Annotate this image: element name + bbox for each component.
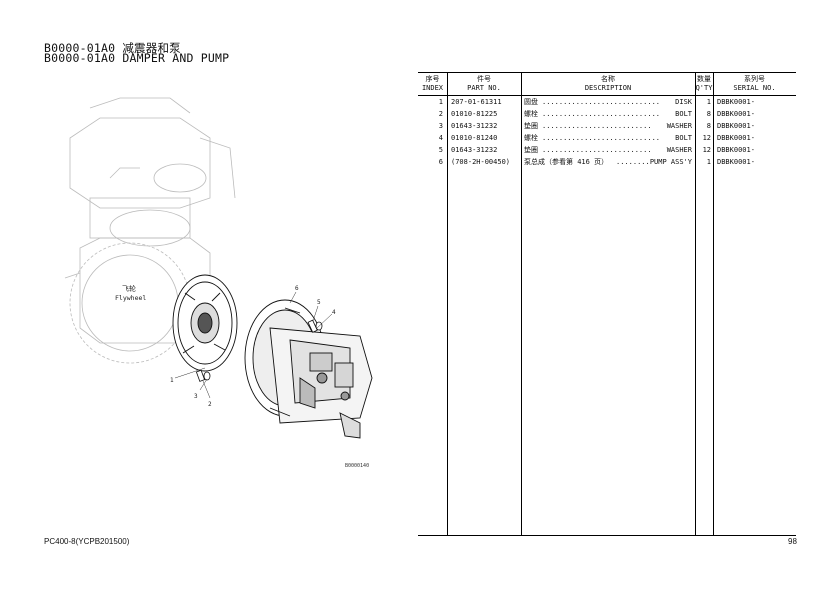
flywheel-label-cn: 飞轮 (122, 284, 136, 293)
table-row: 6 (708-2H-00450) 泵总成（参看第 416 页）........PUM… (418, 157, 796, 168)
row-index: 6 (438, 158, 443, 166)
row-part-no: 01643-31232 (451, 146, 498, 154)
row-desc-cn: 泵总成（参看第 416 页） (524, 158, 609, 166)
row-index: 5 (438, 146, 443, 154)
col-divider (447, 73, 448, 535)
row-qty: 1 (706, 98, 711, 106)
bolt-washer-small (195, 369, 211, 382)
row-part-no: (708-2H-00450) (451, 158, 511, 166)
row-serial: DBBK0001- (717, 158, 755, 166)
row-serial: DBBK0001- (717, 134, 755, 142)
leader-lines (174, 291, 333, 399)
row-index: 3 (438, 122, 443, 130)
callout-3: 3 (194, 393, 198, 400)
row-desc-en: PUMP ASS'Y (649, 158, 692, 166)
callout-4: 4 (332, 309, 336, 316)
row-qty: 1 (706, 158, 711, 166)
col-divider (695, 73, 696, 535)
exploded-view-drawing: 飞轮 Flywheel (60, 78, 400, 478)
pump-assembly (244, 299, 373, 439)
row-index: 2 (438, 110, 443, 118)
row-desc-dots: ............................ (542, 98, 661, 106)
col-divider (521, 73, 522, 535)
row-qty: 12 (702, 134, 711, 142)
row-qty: 8 (706, 122, 711, 130)
row-serial: DBBK0001- (717, 98, 755, 106)
col-divider (713, 73, 714, 535)
row-desc-en: WASHER (666, 146, 692, 154)
row-serial: DBBK0001- (717, 110, 755, 118)
row-qty: 12 (702, 146, 711, 154)
callout-1: 1 (170, 377, 174, 384)
row-desc-cn: 圆盘 (524, 98, 538, 106)
row-desc-en: WASHER (666, 122, 692, 130)
row-part-no: 207-01-61311 (451, 98, 502, 106)
row-index: 1 (438, 98, 443, 106)
callout-6: 6 (295, 285, 299, 292)
row-qty: 8 (706, 110, 711, 118)
table-row: 3 01643-31232 垫圈..........................… (418, 121, 796, 132)
row-desc-en: BOLT (675, 134, 692, 142)
row-desc-cn: 螺栓 (524, 134, 538, 142)
callout-5: 5 (317, 299, 321, 306)
page-title-en: B0000-01A0 DAMPER AND PUMP (44, 51, 230, 65)
row-desc-cn: 垫圈 (524, 146, 538, 154)
table-row: 1 207-01-61311 圆盘.........................… (418, 97, 796, 108)
table-row: 4 01010-81240 螺栓..........................… (418, 133, 796, 144)
row-desc-cn: 垫圈 (524, 122, 538, 130)
row-desc-dots: ........ (616, 158, 650, 166)
row-desc-cn: 螺栓 (524, 110, 538, 118)
row-serial: DBBK0001- (717, 122, 755, 130)
row-index: 4 (438, 134, 443, 142)
parts-illustration: 飞轮 Flywheel (64, 97, 373, 439)
header-divider (418, 95, 796, 96)
row-desc-en: BOLT (675, 110, 692, 118)
page-number: 98 (788, 537, 797, 546)
damper-disk (172, 274, 238, 372)
callout-2: 2 (208, 401, 212, 408)
drawing-code: B0000140 (345, 463, 370, 469)
row-part-no: 01643-31232 (451, 122, 498, 130)
row-part-no: 01010-81225 (451, 110, 498, 118)
page-title-cn: B0000-01A0 减震器和泵 (44, 41, 181, 55)
flywheel-label-en: Flywheel (115, 294, 146, 302)
row-desc-dots: ............................ (542, 134, 661, 142)
table-row: 5 01643-31232 垫圈..........................… (418, 145, 796, 156)
row-serial: DBBK0001- (717, 146, 755, 154)
row-desc-dots: ............................ (542, 110, 661, 118)
model-footer: PC400-8(YCPB201500) (44, 537, 130, 546)
table-row: 2 01010-81225 螺栓..........................… (418, 109, 796, 120)
row-part-no: 01010-81240 (451, 134, 498, 142)
row-desc-dots: .......................... (542, 146, 652, 154)
row-desc-dots: .......................... (542, 122, 652, 130)
row-desc-en: DISK (675, 98, 692, 106)
